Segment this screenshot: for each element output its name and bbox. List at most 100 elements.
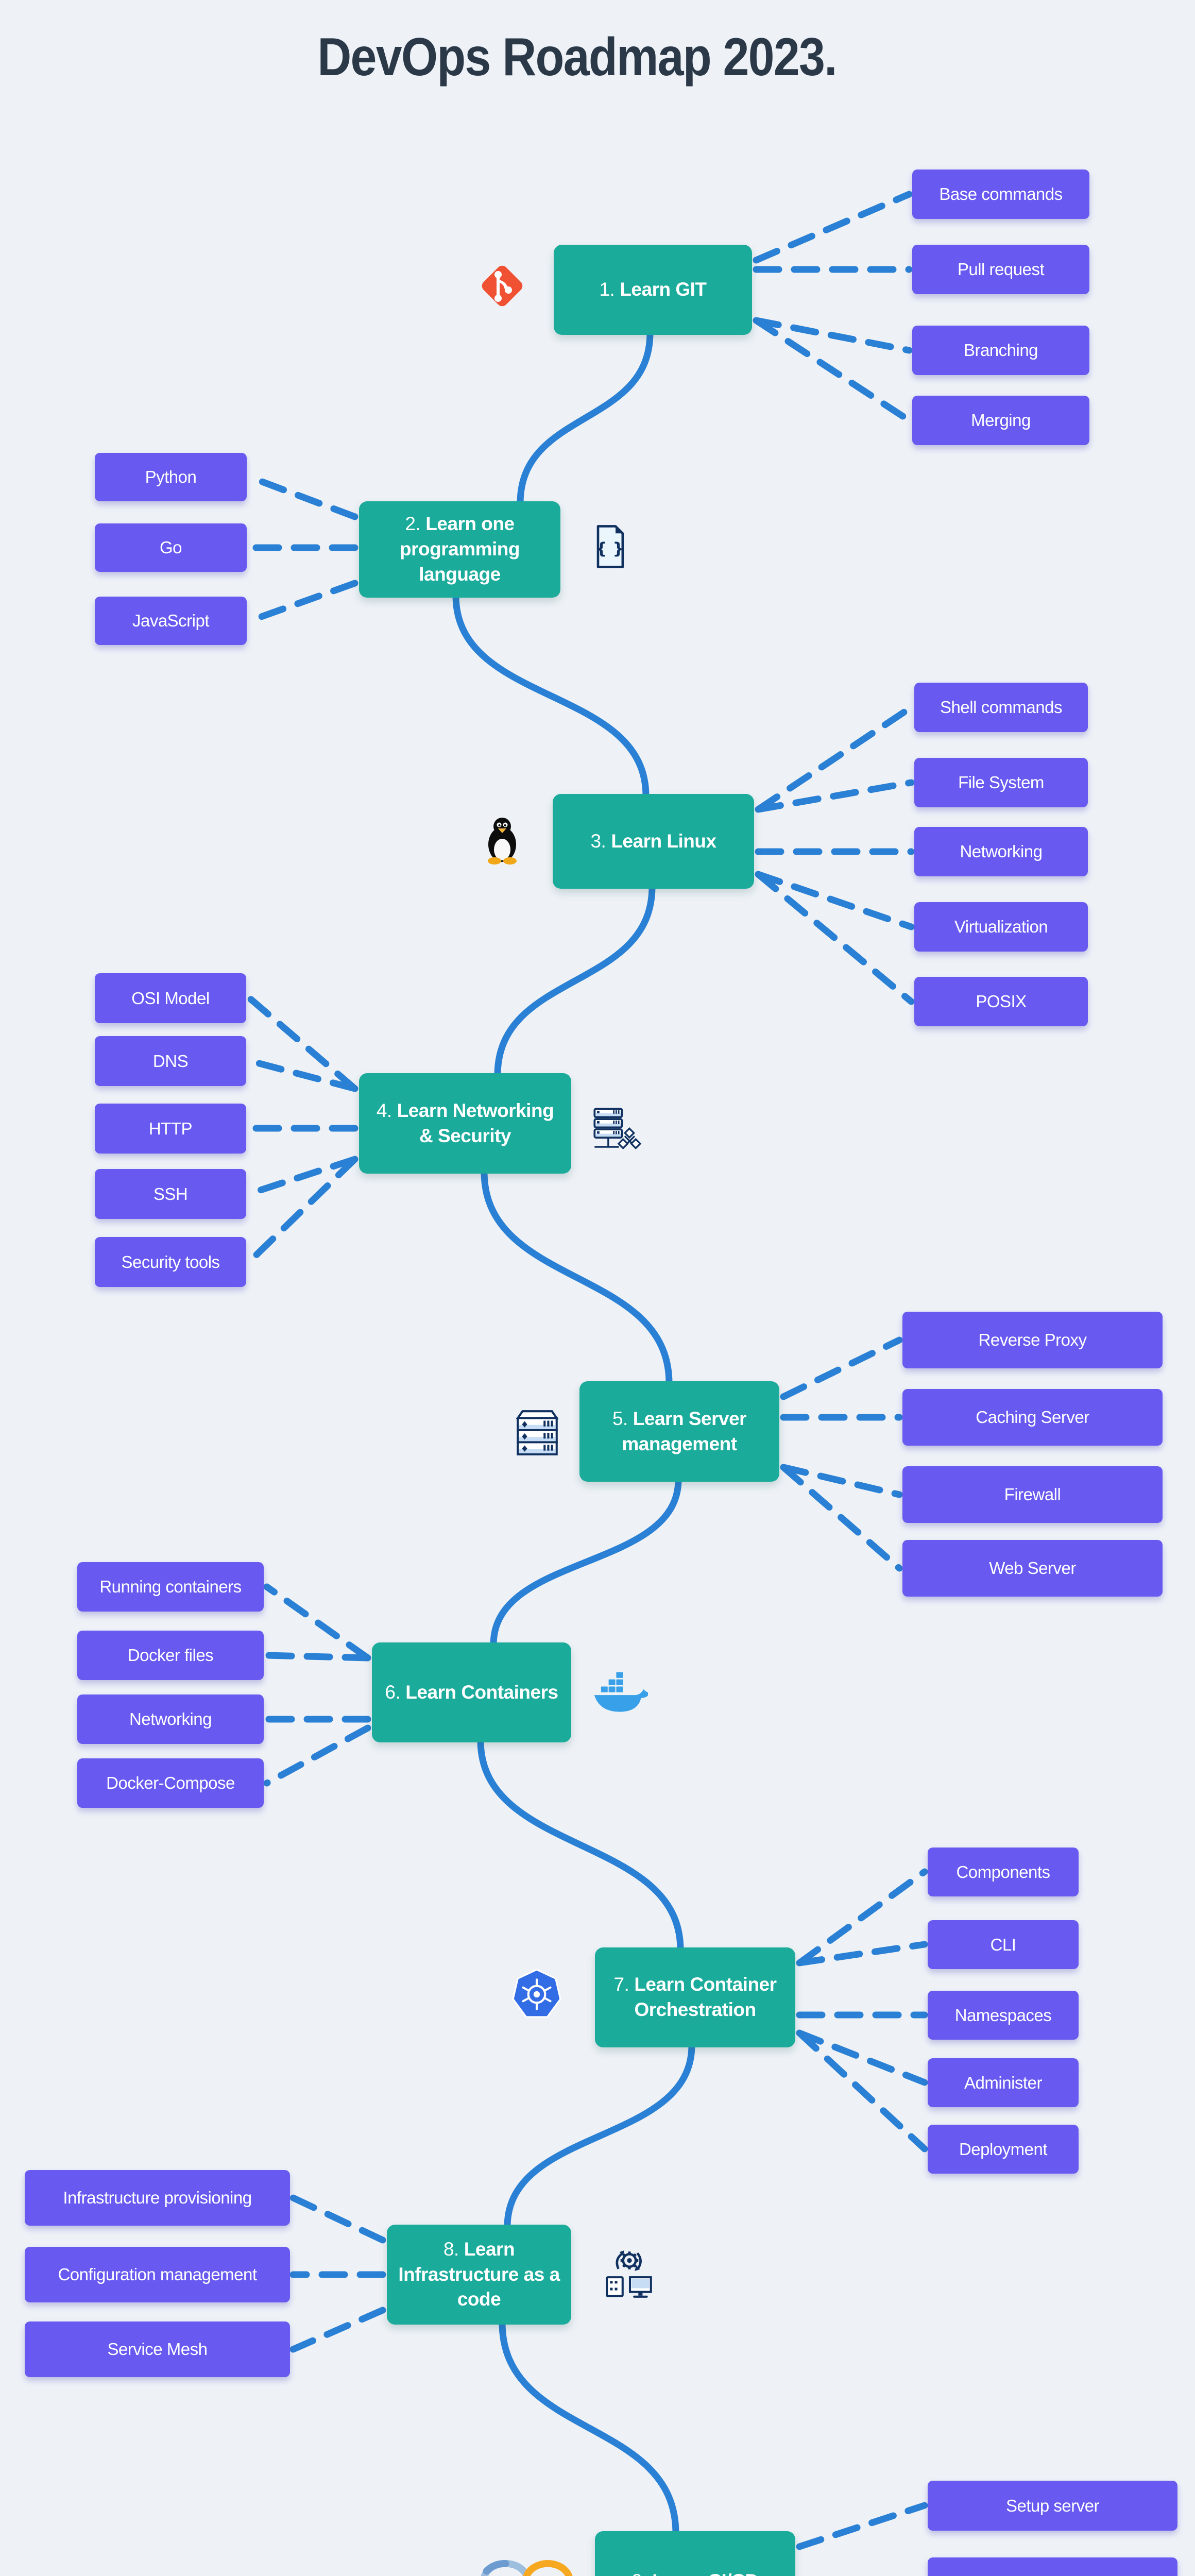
topic-box: Setup server [928, 2481, 1177, 2531]
topic-box: Service Mesh [25, 2321, 290, 2377]
topic-label: Components [956, 1862, 1050, 1882]
topic-label: Go [159, 538, 182, 557]
topic-label: Networking [129, 1709, 212, 1728]
topic-box: Branching [912, 326, 1089, 375]
topic-box: Base commands [912, 170, 1089, 219]
topic-label: CLI [990, 1935, 1016, 1954]
topic-label: Web Server [989, 1558, 1076, 1578]
topic-box: Shell commands [914, 683, 1088, 732]
topic-box: OSI Model [95, 973, 246, 1023]
topic-box: Security tools [95, 1237, 246, 1287]
topic-box: Networking [914, 827, 1088, 876]
node-title: Learn GIT [620, 279, 707, 300]
node-6-learn-containers: 6.Learn Containers [372, 1642, 571, 1742]
node-number: 1. [599, 279, 615, 300]
topic-box: JavaScript [95, 597, 247, 645]
node-title: Learn Containers [405, 1681, 558, 1703]
node-title: Learn CI/CD [652, 2570, 759, 2576]
main-path-curve [452, 329, 695, 2537]
topic-box: Running containers [77, 1562, 264, 1612]
topic-box: HTTP [95, 1104, 246, 1154]
network-security-icon [589, 1101, 642, 1157]
topic-label: Integration [1014, 2573, 1091, 2576]
topic-box: Python [95, 453, 247, 501]
topic-label: Python [145, 467, 197, 486]
topic-box: SSH [95, 1169, 246, 1219]
node-number: 2. [405, 513, 421, 535]
node-title: Learn one programming language [400, 513, 520, 585]
topic-label: Reverse Proxy [978, 1330, 1087, 1349]
topic-label: Shell commands [940, 698, 1062, 717]
linux-tux-icon [476, 808, 528, 871]
topic-label: Setup server [1005, 2496, 1100, 2515]
topic-label: Networking [960, 842, 1043, 861]
topic-dashed-links [246, 191, 928, 2550]
topic-label: Docker-Compose [106, 1773, 235, 1792]
topic-box: Namespaces [928, 1991, 1079, 2040]
page-title: DevOps Roadmap 2023. [317, 27, 837, 87]
topic-box: Administer [928, 2058, 1079, 2107]
node-5-learn-server-management: 5.Learn Server management [579, 1381, 779, 1482]
iac-gear-icon [601, 2246, 658, 2302]
node-1-learn-git: 1.Learn GIT [554, 245, 752, 335]
node-3-learn-linux: 3.Learn Linux [553, 794, 754, 889]
cicd-infinity-icon [476, 2554, 577, 2576]
topic-label: Branching [963, 341, 1038, 360]
topic-label: Administer [964, 2073, 1042, 2092]
node-9-learn-ci-cd: 9.Learn CI/CD [595, 2531, 795, 2576]
topic-box: Caching Server [902, 1389, 1163, 1446]
topic-label: Configuration management [58, 2265, 257, 2284]
topic-label: SSH [153, 1184, 188, 1204]
topic-box: Configuration management [25, 2247, 290, 2302]
topic-label: HTTP [148, 1118, 193, 1138]
topic-box: Go [95, 523, 247, 572]
topic-label: Firewall [1004, 1485, 1061, 1504]
topic-box: POSIX [914, 977, 1088, 1026]
topic-label: Base commands [939, 184, 1063, 204]
topic-label: File System [958, 773, 1044, 792]
topic-label: Security tools [121, 1252, 220, 1272]
node-title: Learn Container Orchestration [634, 1974, 777, 2020]
docker-whale-icon [590, 1670, 648, 1716]
server-rack-icon [511, 1405, 564, 1461]
topic-label: Service Mesh [107, 2340, 208, 2359]
node-number: 6. [385, 1681, 401, 1703]
topic-box: File System [914, 758, 1088, 807]
topic-box: Docker files [77, 1631, 264, 1680]
topic-box: Components [928, 1848, 1079, 1896]
topic-label: Docker files [127, 1646, 214, 1665]
topic-box: Merging [912, 396, 1089, 445]
node-number: 3. [590, 830, 606, 852]
node-2-learn-one-programming-language: 2.Learn one programming language [359, 501, 560, 598]
svg-text:{ }: { } [595, 539, 624, 558]
topic-box: Docker-Compose [77, 1758, 264, 1808]
node-7-learn-container-orchestration: 7.Learn Container Orchestration [595, 1947, 795, 2047]
kubernetes-icon [509, 1968, 565, 2021]
topic-box: Reverse Proxy [902, 1312, 1163, 1368]
code-file-icon: { } [586, 518, 634, 575]
topic-label: Pull request [957, 260, 1045, 279]
node-title: Learn Networking & Security [397, 1099, 554, 1146]
topic-box: Integration [928, 2557, 1177, 2576]
node-number: 5. [612, 1408, 628, 1429]
topic-label: OSI Model [131, 988, 210, 1008]
node-number: 4. [376, 1099, 392, 1121]
topic-label: Caching Server [976, 1408, 1089, 1427]
topic-box: Virtualization [914, 902, 1088, 952]
node-number: 7. [613, 1974, 629, 1995]
topic-label: Namespaces [954, 2005, 1052, 2025]
node-8-learn-infrastructure-as-a-code: 8.Learn Infrastructure as a code [387, 2225, 571, 2325]
topic-label: Merging [971, 411, 1031, 430]
topic-label: Virtualization [954, 917, 1048, 936]
node-title: Learn Server management [622, 1408, 747, 1454]
git-icon [476, 260, 528, 312]
topic-box: Firewall [902, 1466, 1163, 1523]
topic-box: DNS [95, 1036, 246, 1086]
topic-box: Networking [77, 1694, 264, 1744]
node-4-learn-networking-security: 4.Learn Networking & Security [359, 1073, 571, 1174]
node-title: Learn Linux [611, 830, 716, 852]
topic-label: DNS [152, 1051, 189, 1071]
topic-label: JavaScript [132, 611, 210, 630]
